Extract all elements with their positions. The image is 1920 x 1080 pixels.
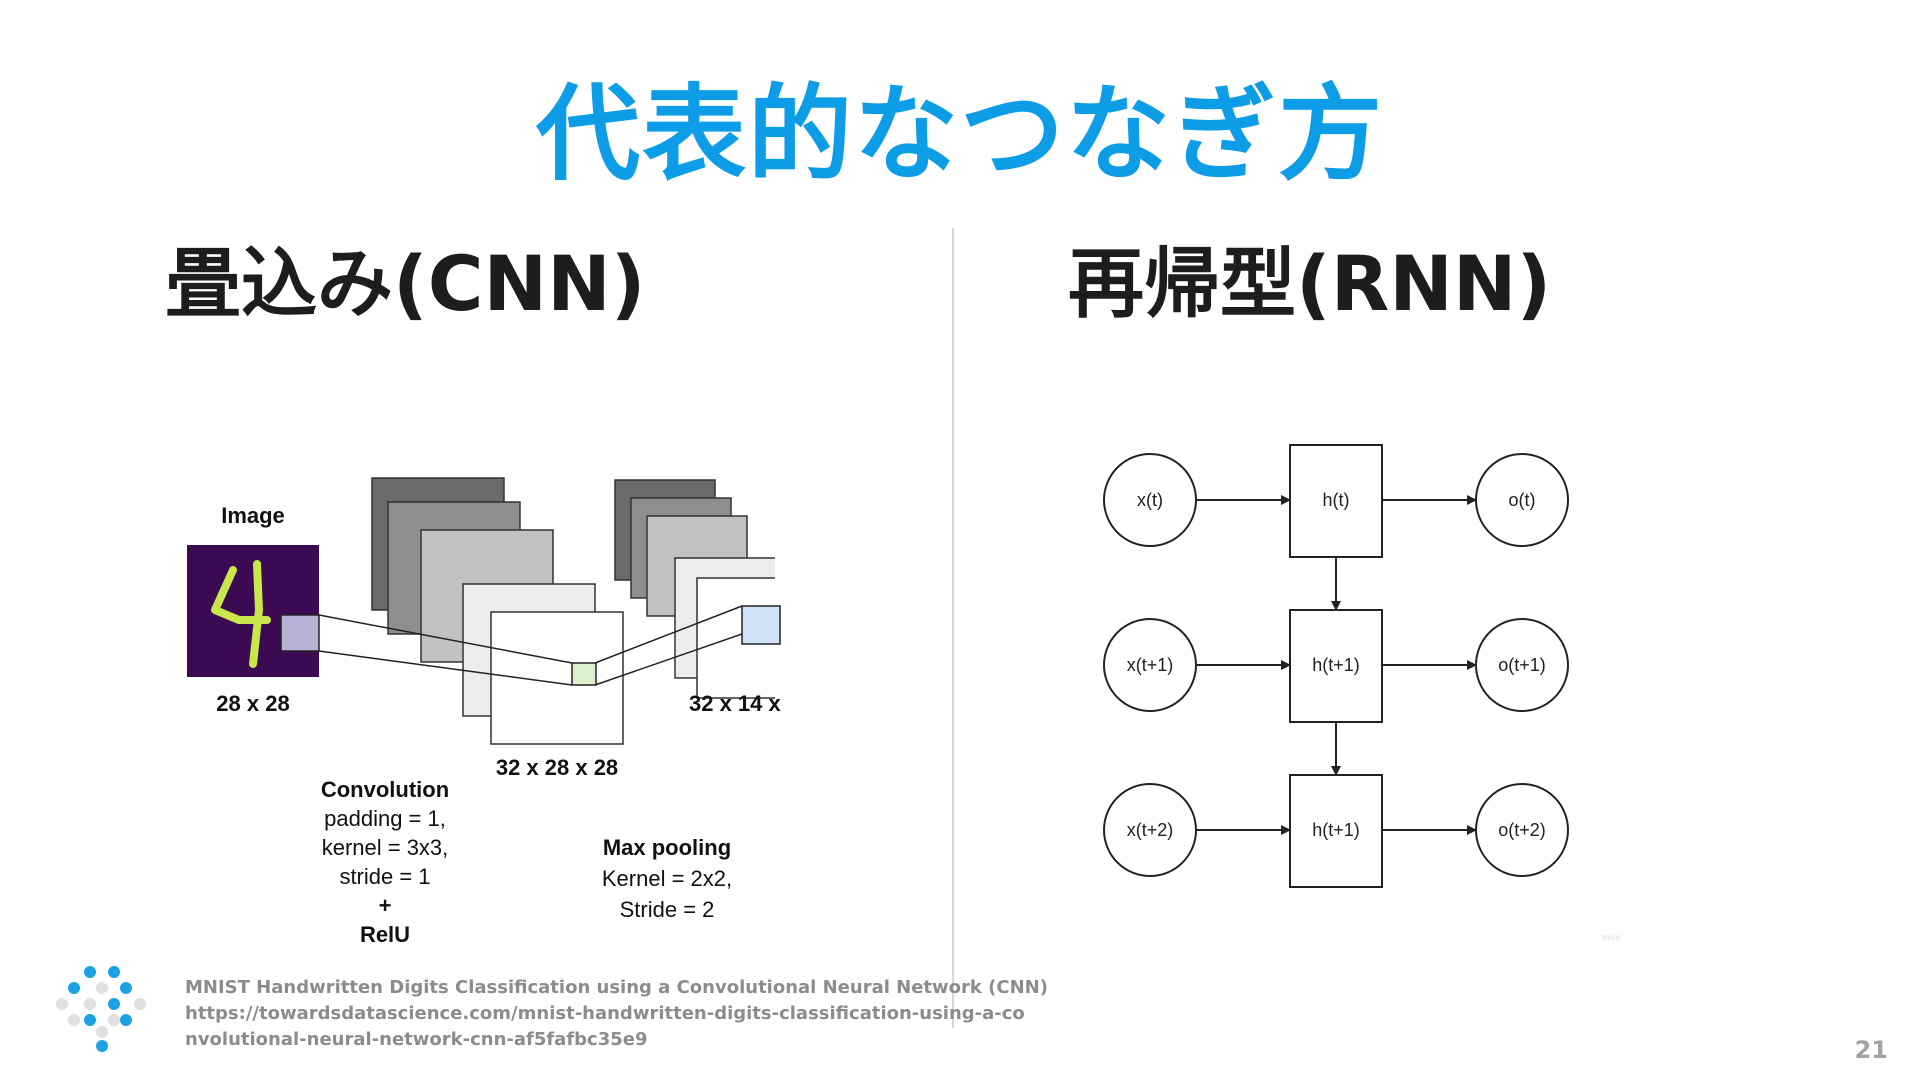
miro-watermark: miro xyxy=(1602,933,1621,942)
conv-param: stride = 1 xyxy=(339,864,430,889)
hidden-label: h(t+1) xyxy=(1312,655,1360,675)
hidden-label: h(t) xyxy=(1323,490,1350,510)
rnn-row: x(t+2) h(t+1) o(t+2) xyxy=(1103,774,1569,888)
page-number: 21 xyxy=(1854,1036,1888,1064)
hidden-node xyxy=(1289,609,1383,723)
conv-title: Convolution xyxy=(321,777,449,802)
cnn-diagram: Image 28 x 28 32 x 28 x 28 32 x 14 x Con… xyxy=(187,460,795,947)
rnn-heading: 再帰型(RNN) xyxy=(1068,239,1552,328)
conv-param: kernel = 3x3, xyxy=(322,835,449,860)
input-label: x(t+2) xyxy=(1127,820,1174,840)
citation-url-continued[interactable]: nvolutional-neural-network-cnn-af5fafbc3… xyxy=(185,1029,648,1050)
conv-output-patch xyxy=(571,662,597,686)
conv-param: padding = 1, xyxy=(324,806,446,831)
output-label: o(t) xyxy=(1509,490,1536,510)
pool-output-patch xyxy=(741,605,781,645)
source-citation: MNIST Handwritten Digits Classification … xyxy=(185,975,1048,1053)
hidden-label: h(t+1) xyxy=(1312,820,1360,840)
conv-size-label: 32 x 28 x 28 xyxy=(496,755,618,780)
hidden-node xyxy=(1289,774,1383,888)
column-divider xyxy=(952,228,954,1028)
rnn-row: x(t) h(t) o(t) xyxy=(1103,444,1569,558)
hidden-node xyxy=(1289,444,1383,558)
conv-feature-maps xyxy=(371,477,624,745)
rnn-diagram: x(t) h(t) o(t) x(t+1) h(t+1) o(t+1) x(t+… xyxy=(1103,444,1569,888)
citation-title: MNIST Handwritten Digits Classification … xyxy=(185,977,1048,998)
image-label: Image xyxy=(221,503,285,528)
slide-title: 代表的なつなぎ方 xyxy=(535,73,1384,195)
cnn-heading: 畳込み(CNN) xyxy=(165,239,646,328)
conv-param: + xyxy=(379,893,392,918)
pool-size-label: 32 x 14 x xyxy=(689,691,782,716)
citation-url[interactable]: https://towardsdatascience.com/mnist-han… xyxy=(185,1003,1025,1024)
pool-title: Max pooling xyxy=(603,835,731,860)
rnn-row: x(t+1) h(t+1) o(t+1) xyxy=(1103,609,1569,723)
output-label: o(t+2) xyxy=(1498,820,1546,840)
pool-feature-maps xyxy=(614,460,795,760)
conv-param: RelU xyxy=(360,922,410,947)
input-label: x(t+1) xyxy=(1127,655,1174,675)
input-label: x(t) xyxy=(1137,490,1163,510)
brand-logo-icon xyxy=(56,966,146,1052)
output-label: o(t+1) xyxy=(1498,655,1546,675)
connection-lines xyxy=(318,605,743,686)
digit-image xyxy=(187,545,320,677)
pool-param: Kernel = 2x2, xyxy=(602,866,732,891)
input-size-label: 28 x 28 xyxy=(216,691,289,716)
pool-param: Stride = 2 xyxy=(620,897,715,922)
